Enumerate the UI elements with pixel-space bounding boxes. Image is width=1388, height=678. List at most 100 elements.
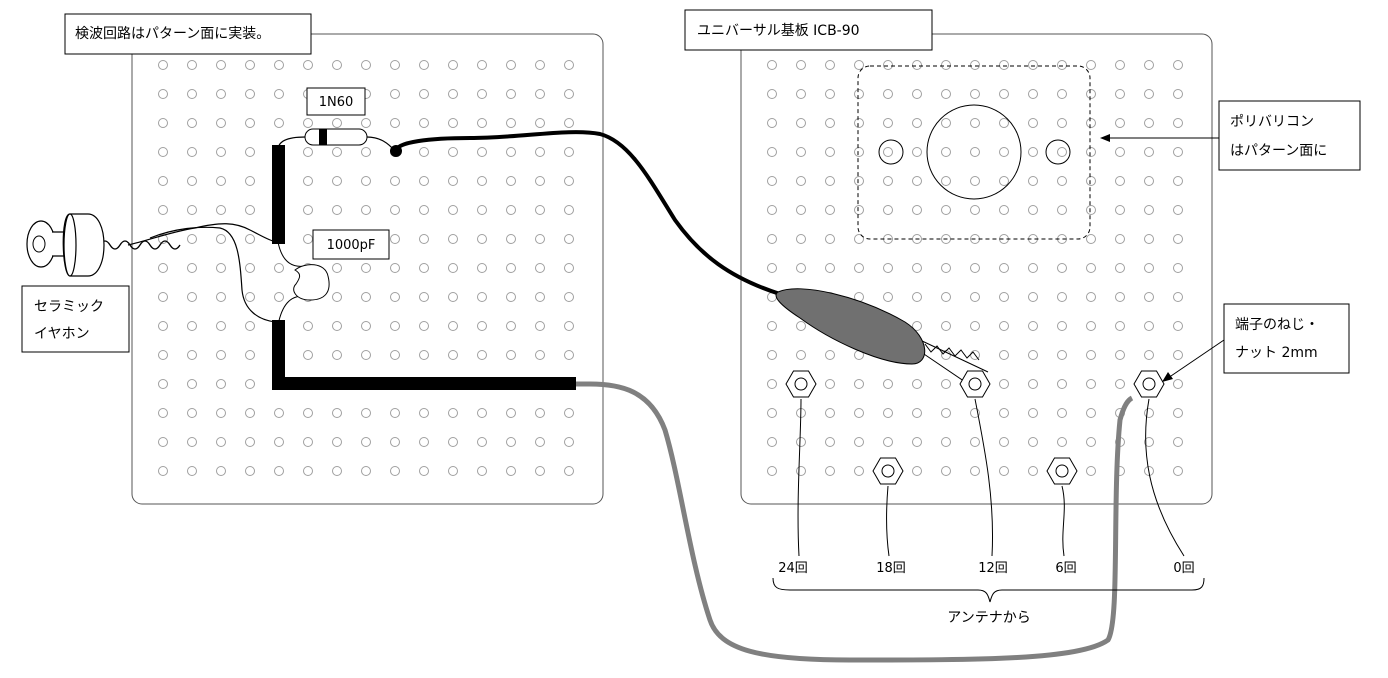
board-hole [883, 147, 893, 157]
board-hole [1028, 60, 1038, 70]
board-hole [1173, 350, 1183, 360]
board-hole [1173, 263, 1183, 273]
board-hole [448, 176, 458, 186]
board-hole [245, 321, 255, 331]
board-hole [216, 350, 226, 360]
board-hole [158, 147, 168, 157]
board-hole [332, 205, 342, 215]
terminal-lead-wire [1145, 398, 1185, 557]
board-hole [158, 118, 168, 128]
board-hole [767, 437, 777, 447]
board-hole [361, 466, 371, 476]
board-hole [245, 292, 255, 302]
board-hole [158, 205, 168, 215]
board-hole [767, 408, 777, 418]
board-hole [1057, 321, 1067, 331]
left-board [131, 33, 604, 505]
board-hole [274, 292, 284, 302]
board-hole [999, 379, 1009, 389]
board-hole [477, 437, 487, 447]
board-hole [1057, 408, 1067, 418]
board-hole [390, 263, 400, 273]
board-hole [477, 147, 487, 157]
board-hole [158, 292, 168, 302]
board-hole [854, 466, 864, 476]
board-hole [941, 60, 951, 70]
board-hole [332, 263, 342, 273]
terminal-note: 端子のねじ・ ナット 2mm [1223, 303, 1350, 374]
board-hole [796, 234, 806, 244]
board-hole [941, 466, 951, 476]
board-hole [303, 437, 313, 447]
board-hole [477, 60, 487, 70]
board-hole [361, 205, 371, 215]
board-hole [970, 437, 980, 447]
board-hole [1086, 89, 1096, 99]
board-hole [1086, 234, 1096, 244]
board-hole [245, 466, 255, 476]
svg-text:イヤホン: イヤホン [34, 326, 90, 342]
board-hole [1086, 205, 1096, 215]
board-hole [941, 205, 951, 215]
board-hole [361, 321, 371, 331]
board-hole [1086, 147, 1096, 157]
board-hole [506, 292, 516, 302]
board-hole [767, 321, 777, 331]
board-hole [1057, 176, 1067, 186]
board-hole [1086, 263, 1096, 273]
board-hole [1057, 89, 1067, 99]
board-hole [216, 408, 226, 418]
signal-wire [394, 130, 781, 296]
board-hole [332, 437, 342, 447]
board-hole [158, 321, 168, 331]
board-hole [216, 379, 226, 389]
board-hole [390, 466, 400, 476]
board-hole [825, 437, 835, 447]
board-hole [941, 292, 951, 302]
board-hole [390, 437, 400, 447]
earphone-twist [99, 240, 181, 250]
board-hole [158, 408, 168, 418]
board-hole [477, 408, 487, 418]
board-hole [970, 205, 980, 215]
board-hole [1115, 234, 1125, 244]
board-hole [477, 263, 487, 273]
board-hole [970, 60, 980, 70]
board-hole [999, 205, 1009, 215]
board-hole [1086, 321, 1096, 331]
board-hole [506, 176, 516, 186]
board-hole [187, 205, 197, 215]
board-hole [767, 466, 777, 476]
alligator-clip [775, 288, 989, 393]
board-hole [912, 466, 922, 476]
board-hole [825, 176, 835, 186]
board-hole [1028, 263, 1038, 273]
board-hole [1057, 292, 1067, 302]
board-hole [245, 263, 255, 273]
pattern-bar-bottom [272, 320, 285, 390]
board-hole [767, 118, 777, 128]
board-hole [1173, 292, 1183, 302]
board-hole [506, 205, 516, 215]
board-hole [1173, 321, 1183, 331]
board-hole [448, 147, 458, 157]
board-hole [564, 292, 574, 302]
board-hole [158, 60, 168, 70]
board-hole [390, 321, 400, 331]
board-hole [564, 118, 574, 128]
board-hole [1144, 176, 1154, 186]
board-hole [477, 350, 487, 360]
board-hole [274, 89, 284, 99]
terminal-label-18: 18回 [876, 561, 906, 576]
board-hole [1057, 379, 1067, 389]
board-hole [825, 466, 835, 476]
board-hole [1173, 205, 1183, 215]
earphone-wire-b [149, 226, 277, 323]
board-hole [448, 118, 458, 128]
board-hole [883, 263, 893, 273]
board-hole [1144, 263, 1154, 273]
board-hole [535, 263, 545, 273]
svg-text:1N60: 1N60 [319, 95, 354, 110]
board-hole [216, 176, 226, 186]
board-hole [1028, 205, 1038, 215]
